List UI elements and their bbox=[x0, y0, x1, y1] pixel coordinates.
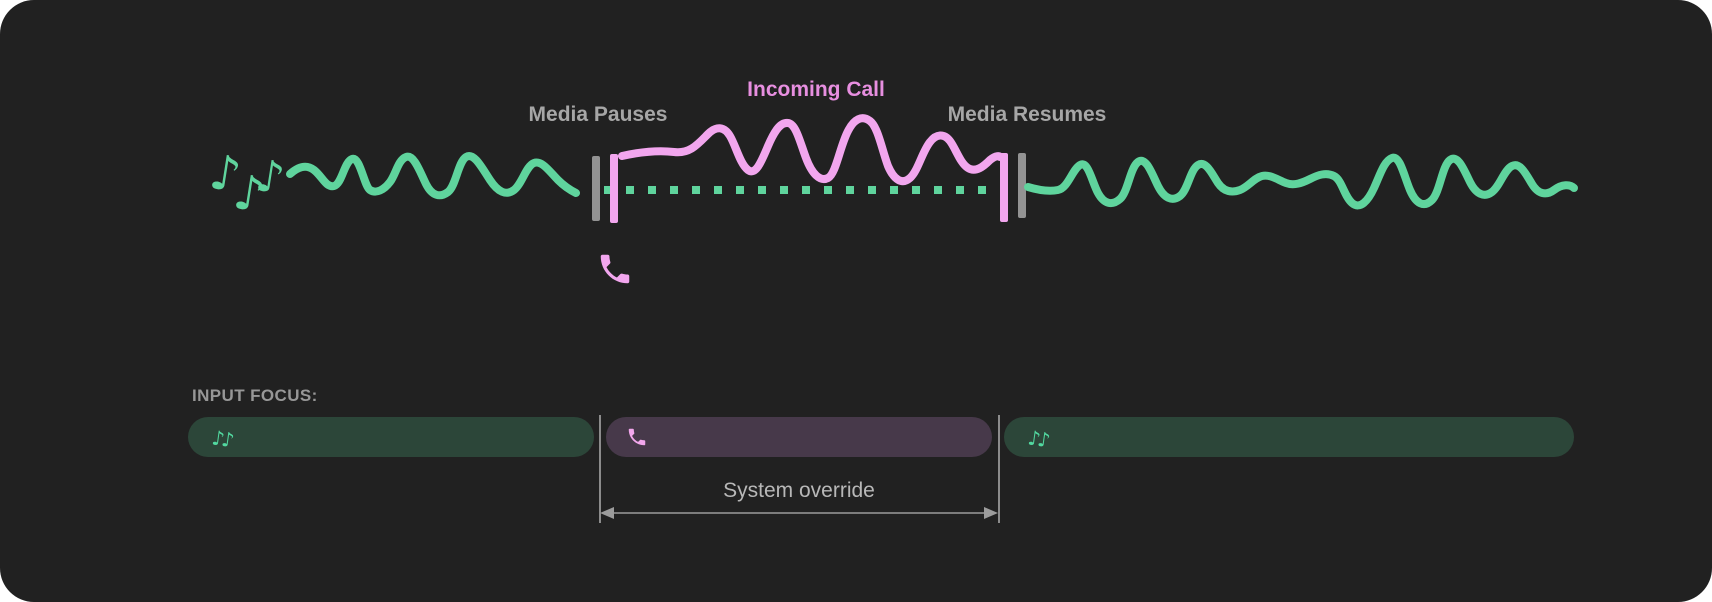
phone-icon-glyph bbox=[628, 428, 646, 446]
system-override-label: System override bbox=[723, 479, 875, 502]
override-guide-line-right bbox=[998, 415, 1000, 523]
media-pauses-label: Media Pauses bbox=[528, 103, 668, 126]
media-waveform-right bbox=[1024, 153, 1578, 210]
system-override-span-arrow bbox=[600, 507, 998, 519]
media-resumes-label: Media Resumes bbox=[947, 103, 1107, 126]
phone-icon bbox=[628, 428, 646, 446]
music-notes-icon: ♪♪ bbox=[1026, 425, 1049, 452]
incoming-call-label: Incoming Call bbox=[747, 78, 885, 101]
focus-track-call bbox=[606, 417, 992, 457]
resume-marker-pink-bar bbox=[1000, 153, 1008, 222]
pause-marker-pink-bar bbox=[610, 154, 618, 223]
override-guide-line-left bbox=[599, 415, 601, 523]
arrow-right-head-icon bbox=[984, 507, 998, 519]
phone-icon bbox=[600, 254, 630, 284]
focus-track-media-after: ♪♪ bbox=[1004, 417, 1574, 457]
resume-marker-gray-bar bbox=[1018, 153, 1026, 218]
media-waveform-left bbox=[286, 152, 580, 200]
input-focus-label: INPUT FOCUS: bbox=[192, 386, 318, 405]
arrow-left-head-icon bbox=[600, 507, 614, 519]
focus-track-media-before: ♪♪ bbox=[188, 417, 594, 457]
call-waveform bbox=[618, 114, 1004, 186]
phone-icon-glyph bbox=[600, 254, 630, 284]
music-notes-icon: ♪♪ bbox=[210, 425, 233, 452]
timeline-waveform-graphic bbox=[286, 114, 1578, 223]
pause-marker-gray-bar bbox=[592, 156, 600, 221]
